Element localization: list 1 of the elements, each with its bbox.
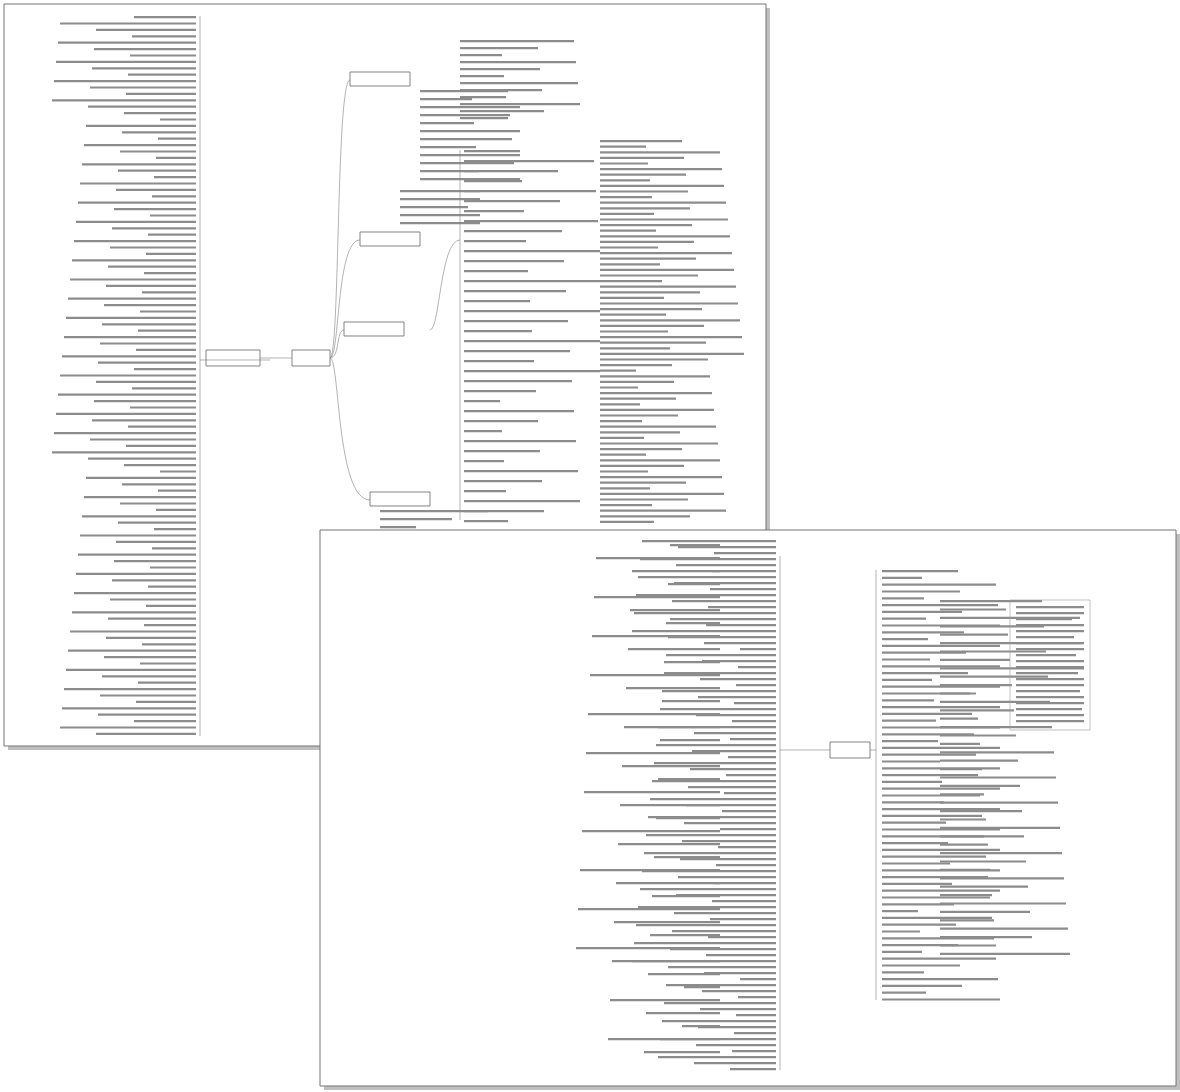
mind-map-drawing	[319, 529, 1180, 1090]
